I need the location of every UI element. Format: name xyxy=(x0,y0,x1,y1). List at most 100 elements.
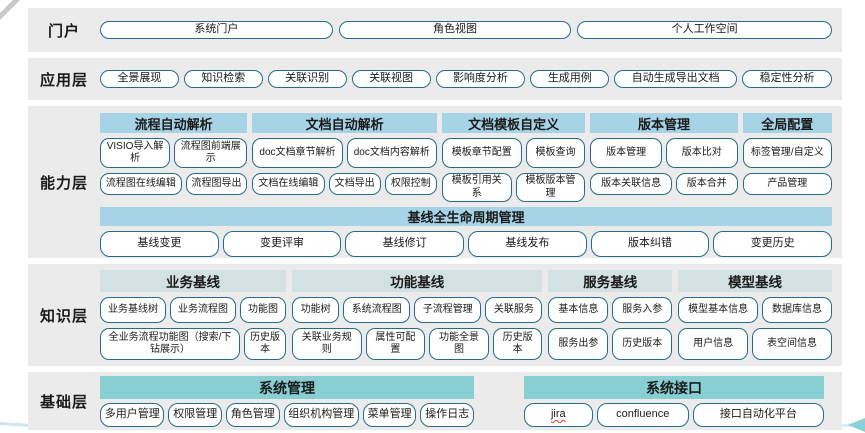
knowledge-box: 历史版本 xyxy=(492,328,543,360)
baseline-box: 版本纠错 xyxy=(590,231,710,257)
capability-box: 版本管理 xyxy=(590,138,662,168)
capability-box: 标签管理/自定义 xyxy=(742,138,832,168)
system-management-box: 组织机构管理 xyxy=(283,403,359,427)
capability-content: 流程自动解析 VISIO导入解析流程图前端展示 流程图在线编辑流程图导出 文档自… xyxy=(100,106,842,258)
section-header-baseline-lifecycle: 基线全生命周期管理 xyxy=(100,207,832,226)
application-box: 全景展现 xyxy=(100,70,179,88)
application-box: 关联视图 xyxy=(351,70,431,88)
application-box: 关联识别 xyxy=(267,70,347,88)
capability-box: 模板版本管理 xyxy=(515,173,586,202)
knowledge-box: 功能全景图 xyxy=(429,328,489,360)
capability-box: 文档在线编辑 xyxy=(252,173,325,195)
capability-box: 模板章节配置 xyxy=(441,138,522,168)
knowledge-box: 功能图 xyxy=(240,297,287,323)
section-header-process-auto-parse: 流程自动解析 xyxy=(100,113,248,133)
layer-label-application: 应用层 xyxy=(39,71,88,89)
capability-box: doc文档内容解析 xyxy=(346,138,437,168)
application-buttons-row: 全景展现知识检索关联识别关联视图影响度分析生成用例自动生成导出文档稳定性分析 xyxy=(100,58,842,100)
application-box: 影响度分析 xyxy=(435,70,526,88)
section-doc-template-custom: 文档模板自定义 模板章节配置模板查询 模板引用关系模板版本管理 xyxy=(441,113,586,202)
system-management-box: 角色管理 xyxy=(226,403,280,427)
baseline-box: 变更评审 xyxy=(222,231,342,257)
baseline-box: 变更历史 xyxy=(713,231,833,257)
knowledge-box: 历史版本 xyxy=(612,328,673,360)
capability-box: 版本关联信息 xyxy=(590,173,672,195)
baseline-box: 基线修订 xyxy=(345,231,465,257)
capability-box: doc文档章节解析 xyxy=(252,138,343,168)
knowledge-box: 关联服务 xyxy=(485,297,543,323)
knowledge-box: 数据库信息 xyxy=(762,297,833,323)
application-box: 稳定性分析 xyxy=(742,70,832,88)
arrow-head xyxy=(848,418,865,432)
system-interface-box: jira xyxy=(524,403,593,427)
knowledge-box: 基本信息 xyxy=(548,297,609,323)
capability-box: 模板引用关系 xyxy=(441,173,512,202)
section-header-system-interface: 系统接口 xyxy=(524,376,824,399)
section-header-version-management: 版本管理 xyxy=(590,113,738,133)
section-service-baseline: 服务基线 基本信息服务入参 服务出参历史版本 xyxy=(548,270,673,360)
portal-box: 个人工作空间 xyxy=(577,21,833,39)
knowledge-box: 业务基线树 xyxy=(100,297,167,323)
capability-box: 文档导出 xyxy=(328,173,381,195)
application-box: 知识检索 xyxy=(183,70,263,88)
knowledge-box: 关联业务规则 xyxy=(292,328,362,360)
section-header-service-baseline: 服务基线 xyxy=(548,270,673,292)
base-content: 系统管理 多用户管理权限管理角色管理组织机构管理菜单管理操作日志 系统接口 ji… xyxy=(100,372,842,430)
knowledge-box: 属性可配置 xyxy=(365,328,426,360)
baseline-box: 基线变更 xyxy=(100,231,219,257)
capability-box: 版本合并 xyxy=(675,173,738,195)
capability-box: 权限控制 xyxy=(384,173,437,195)
section-model-baseline: 模型基线 模型基本信息数据库信息 用户信息表空间信息 xyxy=(678,270,833,360)
layer-label-base: 基础层 xyxy=(39,393,88,411)
knowledge-box: 服务出参 xyxy=(548,328,609,360)
section-header-doc-auto-parse: 文档自动解析 xyxy=(252,113,437,133)
section-process-auto-parse: 流程自动解析 VISIO导入解析流程图前端展示 流程图在线编辑流程图导出 xyxy=(100,113,248,202)
system-interface-box: confluence xyxy=(596,403,689,427)
capability-sections-row: 流程自动解析 VISIO导入解析流程图前端展示 流程图在线编辑流程图导出 文档自… xyxy=(100,113,832,202)
portal-buttons-row: 系统门户角色视图个人工作空间 xyxy=(100,8,842,52)
knowledge-content: 业务基线 业务基线树业务流程图功能图 全业务流程功能图（搜索/下钻展示）历史版本… xyxy=(100,264,842,366)
section-header-global-config: 全局配置 xyxy=(742,113,832,133)
section-header-business-baseline: 业务基线 xyxy=(100,270,287,292)
knowledge-box: 服务入参 xyxy=(612,297,673,323)
knowledge-box: 系统流程图 xyxy=(343,297,411,323)
knowledge-box: 业务流程图 xyxy=(170,297,237,323)
bottom-left-line-decoration xyxy=(0,421,31,428)
portal-box: 角色视图 xyxy=(338,21,572,39)
layer-label-capability: 能力层 xyxy=(39,174,88,192)
portal-layer-band: 门户 系统门户角色视图个人工作空间 xyxy=(28,8,842,52)
system-management-box: 多用户管理 xyxy=(100,403,165,427)
capability-box: 版本比对 xyxy=(665,138,738,168)
knowledge-box: 全业务流程功能图（搜索/下钻展示） xyxy=(100,328,241,360)
knowledge-box: 模型基本信息 xyxy=(678,297,759,323)
system-interface-box: 接口自动化平台 xyxy=(692,403,824,427)
baseline-buttons-row: 基线变更变更评审基线修订基线发布版本纠错变更历史 xyxy=(100,231,833,257)
application-box: 自动生成导出文档 xyxy=(614,70,738,88)
corner-slash-decoration xyxy=(0,0,22,23)
layer-label-portal: 门户 xyxy=(47,22,80,40)
section-version-management: 版本管理 版本管理版本比对 版本关联信息版本合并 xyxy=(590,113,738,202)
base-layer-band: 基础层 系统管理 多用户管理权限管理角色管理组织机构管理菜单管理操作日志 系统接… xyxy=(28,372,842,430)
system-management-box: 菜单管理 xyxy=(362,403,417,427)
section-business-baseline: 业务基线 业务基线树业务流程图功能图 全业务流程功能图（搜索/下钻展示）历史版本 xyxy=(100,270,287,360)
portal-box: 系统门户 xyxy=(100,21,333,39)
knowledge-box: 表空间信息 xyxy=(752,328,833,360)
section-system-management: 系统管理 多用户管理权限管理角色管理组织机构管理菜单管理操作日志 xyxy=(100,376,475,427)
capability-box: 流程图导出 xyxy=(185,173,248,195)
layer-label-knowledge: 知识层 xyxy=(39,307,88,325)
capability-box: 流程图在线编辑 xyxy=(100,173,182,195)
section-header-system-management: 系统管理 xyxy=(100,376,474,399)
knowledge-sections-row: 业务基线 业务基线树业务流程图功能图 全业务流程功能图（搜索/下钻展示）历史版本… xyxy=(100,270,833,360)
system-management-box: 权限管理 xyxy=(168,403,222,427)
section-header-function-baseline: 功能基线 xyxy=(292,270,543,292)
system-management-box: 操作日志 xyxy=(420,403,475,427)
capability-box: 产品管理 xyxy=(742,173,832,195)
section-header-doc-template-custom: 文档模板自定义 xyxy=(441,113,586,133)
knowledge-layer-band: 知识层 业务基线 业务基线树业务流程图功能图 全业务流程功能图（搜索/下钻展示）… xyxy=(28,264,842,366)
capability-box: VISIO导入解析 xyxy=(100,138,171,168)
capability-box: 模板查询 xyxy=(525,138,586,168)
section-global-config: 全局配置 标签管理/自定义 产品管理 xyxy=(742,113,832,202)
